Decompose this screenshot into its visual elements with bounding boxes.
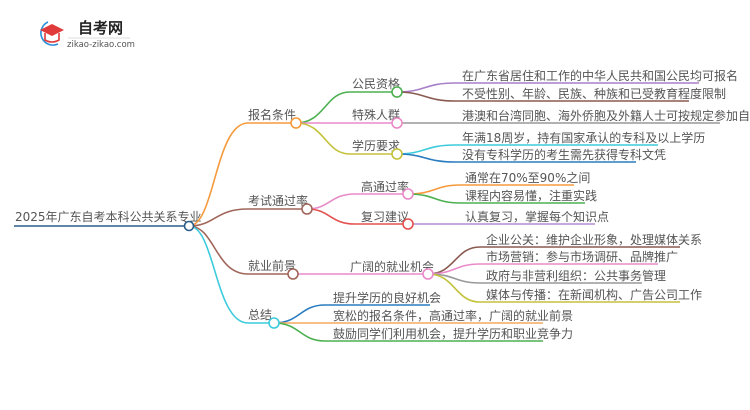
leaf: 宽松的报名条件，高通过率，广阔的就业前景 [333, 308, 573, 323]
node-dot[interactable] [391, 148, 403, 160]
node-dot[interactable] [290, 117, 302, 129]
node-dot[interactable] [402, 188, 414, 200]
node-high-pass-rate[interactable]: 高通过率 [361, 179, 409, 194]
logo: 自考网 zikao-zikao.com [40, 19, 135, 50]
node-dot[interactable] [287, 268, 299, 280]
leaf: 在广东省居住和工作的中华人民共和国公民均可报名 [462, 68, 738, 83]
graduation-cap-icon [40, 24, 64, 36]
node-job-opportunities[interactable]: 广阔的就业机会 [350, 259, 434, 274]
logo-subtitle: zikao-zikao.com [67, 40, 135, 50]
logo-title: 自考网 [78, 19, 123, 37]
leaf: 通常在70%至90%之间 [465, 171, 590, 185]
node-special-groups[interactable]: 特殊人群 [352, 107, 400, 122]
branch-employment[interactable]: 就业前景 [248, 258, 296, 273]
leaf: 媒体与传播：在新闻机构、广告公司工作 [486, 287, 702, 302]
root-node-dot[interactable] [183, 220, 195, 232]
leaf: 市场营销：参与市场调研、品牌推广 [486, 249, 678, 264]
branch-registration[interactable]: 报名条件 [248, 107, 296, 122]
branch-summary[interactable]: 总结 [248, 308, 272, 322]
leaf: 年满18周岁，持有国家承认的专科及以上学历 [462, 130, 705, 145]
leaf: 认真复习，掌握每个知识点 [465, 209, 609, 224]
leaf: 提升学历的良好机会 [333, 290, 441, 305]
node-dot[interactable] [391, 117, 403, 129]
leaf: 鼓励同学们利用机会，提升学历和职业竞争力 [333, 326, 573, 341]
leaf: 政府与非营利组织：公共事务管理 [486, 268, 666, 283]
leaf: 港澳和台湾同胞、海外侨胞及外籍人士可按规定参加自考 [462, 108, 750, 123]
leaf: 不受性别、年龄、民族、种族和已受教育程度限制 [462, 86, 726, 101]
leaf: 没有专科学历的考生需先获得专科文凭 [462, 147, 666, 162]
node-review-advice[interactable]: 复习建议 [361, 210, 409, 224]
leaf: 企业公关：维护企业形象，处理媒体关系 [486, 232, 702, 247]
node-dot[interactable] [301, 203, 313, 215]
node-dot[interactable] [391, 86, 403, 98]
leaf: 课程内容易懂，注重实践 [465, 188, 597, 203]
node-education-req[interactable]: 学历要求 [352, 138, 400, 153]
node-dot[interactable] [422, 268, 434, 280]
node-citizenship[interactable]: 公民资格 [352, 76, 400, 91]
node-dot[interactable] [402, 218, 414, 230]
logo-ring-icon [40, 21, 59, 46]
branch-pass-rate[interactable]: 考试通过率 [248, 193, 308, 208]
node-dot[interactable] [268, 317, 280, 329]
root-topic[interactable]: 2025年广东自考本科公共关系专业 [15, 209, 202, 224]
